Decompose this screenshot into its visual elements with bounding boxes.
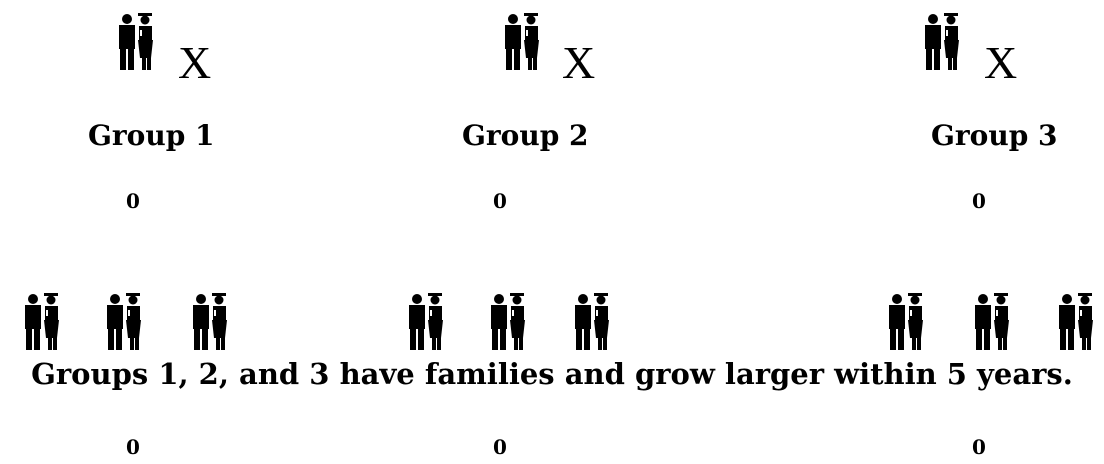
group-label: Group 2 <box>462 119 589 152</box>
couple-icon <box>116 12 156 72</box>
family-caption: Groups 1, 2, and 3 have families and gro… <box>31 357 1073 391</box>
couple-icon <box>922 12 962 72</box>
couple-icon <box>502 12 542 72</box>
couple-icon <box>190 292 230 352</box>
family-count: 0 <box>126 435 140 459</box>
couple-icon <box>488 292 528 352</box>
group-count: 0 <box>126 189 140 213</box>
group-count: 0 <box>493 189 507 213</box>
couple-icon <box>972 292 1012 352</box>
couple-icon <box>572 292 612 352</box>
couple-icon <box>22 292 62 352</box>
group-count: 0 <box>972 189 986 213</box>
x-mark: X <box>178 37 212 88</box>
x-mark: X <box>562 37 596 88</box>
group-label: Group 3 <box>931 119 1058 152</box>
family-count: 0 <box>493 435 507 459</box>
x-mark: X <box>984 37 1018 88</box>
family-count: 0 <box>972 435 986 459</box>
couple-icon <box>104 292 144 352</box>
couple-icon <box>886 292 926 352</box>
group-label: Group 1 <box>88 119 215 152</box>
couple-icon <box>406 292 446 352</box>
couple-icon <box>1056 292 1096 352</box>
